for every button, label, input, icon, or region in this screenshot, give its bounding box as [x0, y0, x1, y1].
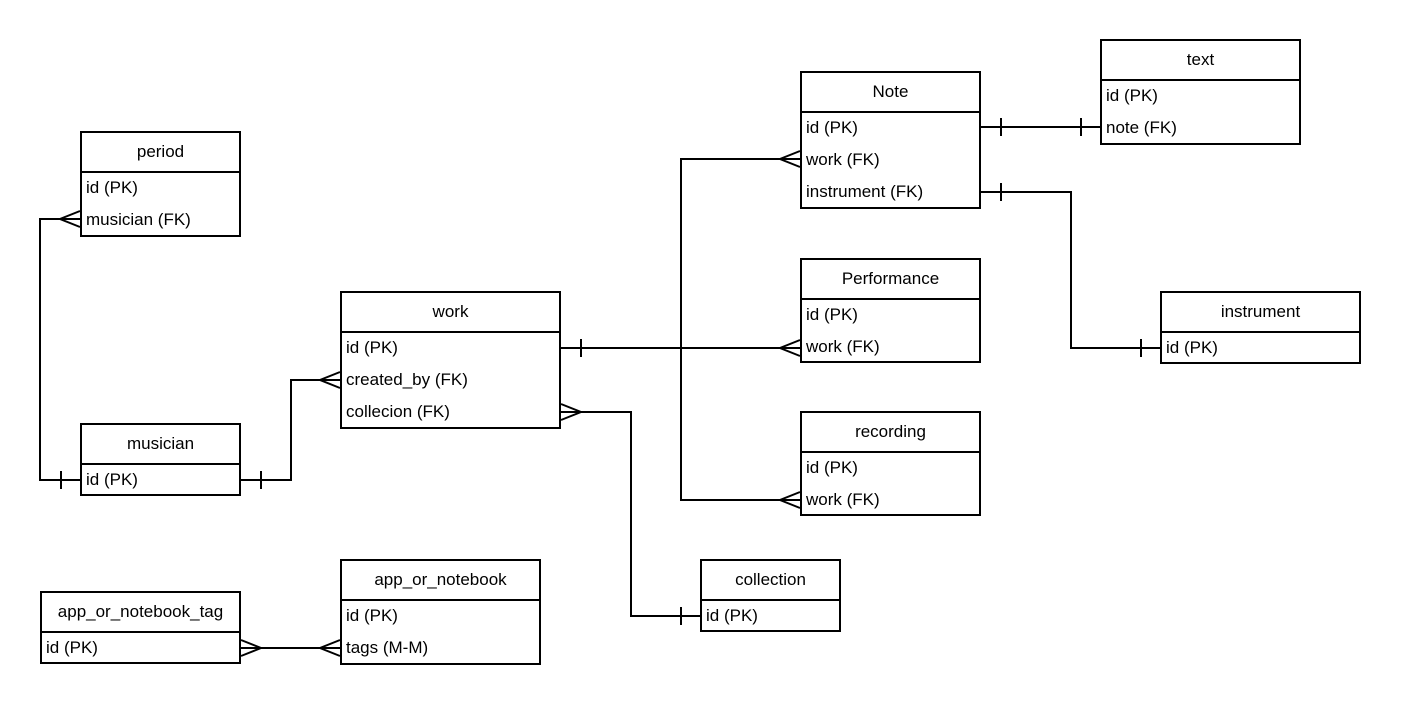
- entity-app-or-notebook-tag: app_or_notebook_tag id (PK): [40, 591, 241, 664]
- entity-field: work (FK): [806, 490, 880, 509]
- connector-work-note-performance-recording: [561, 150, 801, 509]
- entity-field: id (PK): [346, 606, 398, 625]
- entity-note: Note id (PK) work (FK) instrument (FK): [800, 71, 981, 209]
- many-marker: [240, 639, 264, 657]
- entity-title: app_or_notebook_tag: [42, 593, 239, 633]
- entity-title: Performance: [802, 260, 979, 300]
- many-marker: [560, 403, 584, 421]
- entity-field: tags (M-M): [346, 638, 429, 657]
- entity-field: id (PK): [706, 606, 758, 625]
- entity-field: collecion (FK): [346, 402, 450, 421]
- entity-field: id (PK): [806, 118, 858, 137]
- entity-collection: collection id (PK): [700, 559, 841, 632]
- connector-note-text: [981, 118, 1100, 136]
- entity-field: id (PK): [86, 470, 138, 489]
- entity-field: id (PK): [46, 638, 98, 657]
- entity-period: period id (PK) musician (FK): [80, 131, 241, 237]
- many-marker: [777, 491, 801, 509]
- entity-title: collection: [702, 561, 839, 601]
- entity-title: text: [1102, 41, 1299, 81]
- entity-field: work (FK): [806, 337, 880, 356]
- entity-musician: musician id (PK): [80, 423, 241, 496]
- many-marker: [317, 371, 341, 389]
- entity-text: text id (PK) note (FK): [1100, 39, 1301, 145]
- connector-musician-period: [39, 210, 81, 489]
- entity-field: musician (FK): [86, 210, 191, 229]
- connector-work-collection: [560, 403, 700, 625]
- entity-performance: Performance id (PK) work (FK): [800, 258, 981, 363]
- many-marker: [777, 150, 801, 168]
- entity-title: app_or_notebook: [342, 561, 539, 601]
- entity-field: id (PK): [806, 305, 858, 324]
- entity-field: note (FK): [1106, 118, 1177, 137]
- entity-field: work (FK): [806, 150, 880, 169]
- entity-field: id (PK): [346, 338, 398, 357]
- entity-app-or-notebook: app_or_notebook id (PK) tags (M-M): [340, 559, 541, 665]
- entity-field: id (PK): [1106, 86, 1158, 105]
- entity-title: work: [342, 293, 559, 333]
- connector-tag-app: [240, 639, 341, 657]
- entity-title: instrument: [1162, 293, 1359, 333]
- many-marker: [317, 639, 341, 657]
- many-marker: [777, 339, 801, 357]
- entity-field: instrument (FK): [806, 182, 924, 201]
- many-marker: [57, 210, 81, 228]
- entity-field: id (PK): [806, 458, 858, 477]
- entity-title: period: [82, 133, 239, 173]
- connector-musician-work: [241, 371, 341, 489]
- entity-field: created_by (FK): [346, 370, 468, 389]
- entity-field: id (PK): [1166, 338, 1218, 357]
- entity-work: work id (PK) created_by (FK) collecion (…: [340, 291, 561, 429]
- entity-field: id (PK): [86, 178, 138, 197]
- entity-title: Note: [802, 73, 979, 113]
- entity-recording: recording id (PK) work (FK): [800, 411, 981, 516]
- entity-title: recording: [802, 413, 979, 453]
- entity-instrument: instrument id (PK): [1160, 291, 1361, 364]
- entity-title: musician: [82, 425, 239, 465]
- connector-note-instrument: [981, 183, 1160, 357]
